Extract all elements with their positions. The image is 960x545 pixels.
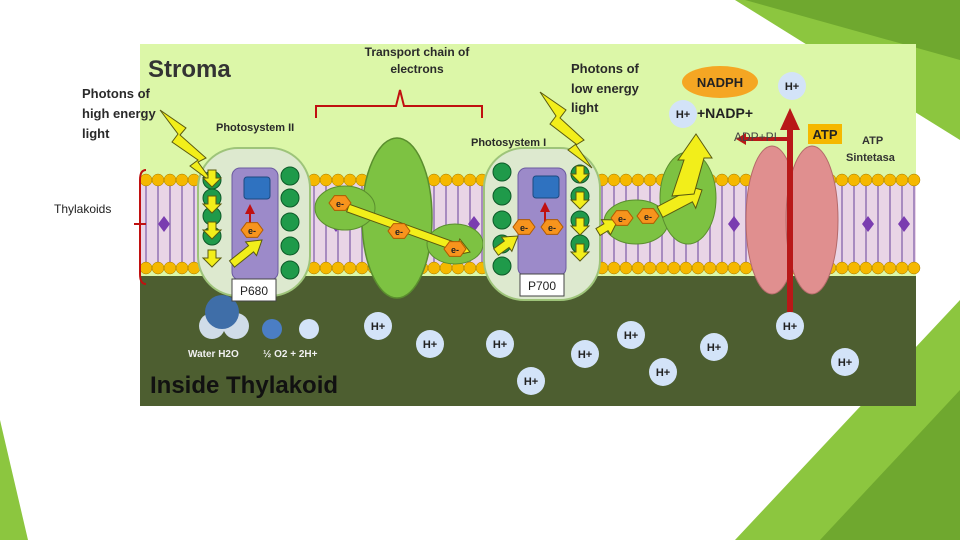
transport-chain-bracket xyxy=(315,89,483,118)
photons-low-label-2: low energy xyxy=(571,81,640,96)
thylakoids-bracket xyxy=(134,169,147,285)
atp-synthase-label-1: ATP xyxy=(862,135,883,147)
svg-text:e-: e- xyxy=(520,223,528,233)
svg-text:H+: H+ xyxy=(785,81,799,93)
adp-pi-label: ADP+PI xyxy=(734,130,777,144)
nadph-label: NADPH xyxy=(697,75,743,90)
svg-text:H+: H+ xyxy=(423,339,437,351)
proton-h-plus: H+ xyxy=(831,348,859,376)
photosystem-i xyxy=(483,147,601,301)
photons-low-label-3: light xyxy=(571,100,599,115)
svg-text:e-: e- xyxy=(248,226,256,236)
transport-chain-label-2: electrons xyxy=(390,62,444,76)
svg-text:e-: e- xyxy=(451,245,459,255)
electron-hexagon: e- xyxy=(328,195,352,211)
thylakoids-label: Thylakoids xyxy=(54,202,111,216)
svg-text:H+: H+ xyxy=(493,339,507,351)
proton-h-plus: H+ xyxy=(571,340,599,368)
svg-text:e-: e- xyxy=(644,212,652,222)
electron-hexagon: e- xyxy=(387,223,411,239)
transport-chain-label-1: Transport chain of xyxy=(365,45,471,59)
p680-label: P680 xyxy=(240,284,268,298)
svg-text:H+: H+ xyxy=(578,349,592,361)
proton-h-plus: H+ xyxy=(776,312,804,340)
proton-h-plus: H+ xyxy=(364,312,392,340)
svg-text:H+: H+ xyxy=(524,376,538,388)
photosystem-i-label: Photosystem I xyxy=(471,137,546,149)
oxygen-atom xyxy=(262,319,282,339)
oxygen-products-label: ½ O2 + 2H+ xyxy=(263,349,318,360)
nadp-reaction-label: +NADP+ xyxy=(697,105,753,121)
hydrogen-atom xyxy=(299,319,319,339)
photons-high-label-2: high energy xyxy=(82,106,156,121)
atp-synthase-label-2: Sintetasa xyxy=(846,152,896,164)
photons-low-label-1: Photons of xyxy=(571,61,640,76)
atp-synthase xyxy=(745,145,839,295)
svg-text:H+: H+ xyxy=(656,367,670,379)
electron-hexagon: e- xyxy=(512,219,536,235)
photons-high-label-3: light xyxy=(82,126,110,141)
low-energy-photon-bolt xyxy=(539,91,593,169)
proton-h-plus: H+ xyxy=(617,321,645,349)
nadph-oval xyxy=(682,66,758,98)
svg-text:e-: e- xyxy=(548,223,556,233)
inside-thylakoid-title: Inside Thylakoid xyxy=(150,372,338,399)
electron-hexagon: e- xyxy=(443,241,467,257)
svg-text:H+: H+ xyxy=(838,357,852,369)
electron-hexagon: e- xyxy=(540,219,564,235)
proton-h-plus: H+ xyxy=(700,333,728,361)
atp-label: ATP xyxy=(812,127,837,142)
proton-flow-arrow xyxy=(736,108,800,312)
svg-text:H+: H+ xyxy=(783,321,797,333)
electron-hexagon: e- xyxy=(636,208,660,224)
electron-hexagon: e- xyxy=(610,210,634,226)
water-molecule xyxy=(199,295,249,339)
corner-decoration-left xyxy=(0,420,28,540)
proton-h-plus: H+ xyxy=(649,358,677,386)
water-label: Water H2O xyxy=(188,349,239,360)
photosystem-ii-label: Photosystem II xyxy=(216,122,294,134)
p700-box xyxy=(519,273,565,297)
corner-decoration-bottom-dark xyxy=(820,390,960,540)
p700-label: P700 xyxy=(528,279,556,293)
atp-box xyxy=(808,124,842,144)
stroma-title: Stroma xyxy=(148,56,231,83)
electron-hexagon: e- xyxy=(240,222,264,238)
proton-h-plus: H+ xyxy=(778,72,806,100)
svg-text:H+: H+ xyxy=(624,330,638,342)
proton-h-plus: H+ xyxy=(669,100,697,128)
proton-h-plus: H+ xyxy=(486,330,514,358)
svg-text:H+: H+ xyxy=(676,109,690,121)
proton-h-plus: H+ xyxy=(517,367,545,395)
svg-text:e-: e- xyxy=(336,199,344,209)
svg-text:e-: e- xyxy=(618,214,626,224)
proton-h-plus: H+ xyxy=(416,330,444,358)
photons-high-label-1: Photons of xyxy=(82,86,151,101)
svg-text:H+: H+ xyxy=(371,321,385,333)
svg-text:H+: H+ xyxy=(707,342,721,354)
svg-text:e-: e- xyxy=(395,227,403,237)
p680-box xyxy=(231,278,277,302)
